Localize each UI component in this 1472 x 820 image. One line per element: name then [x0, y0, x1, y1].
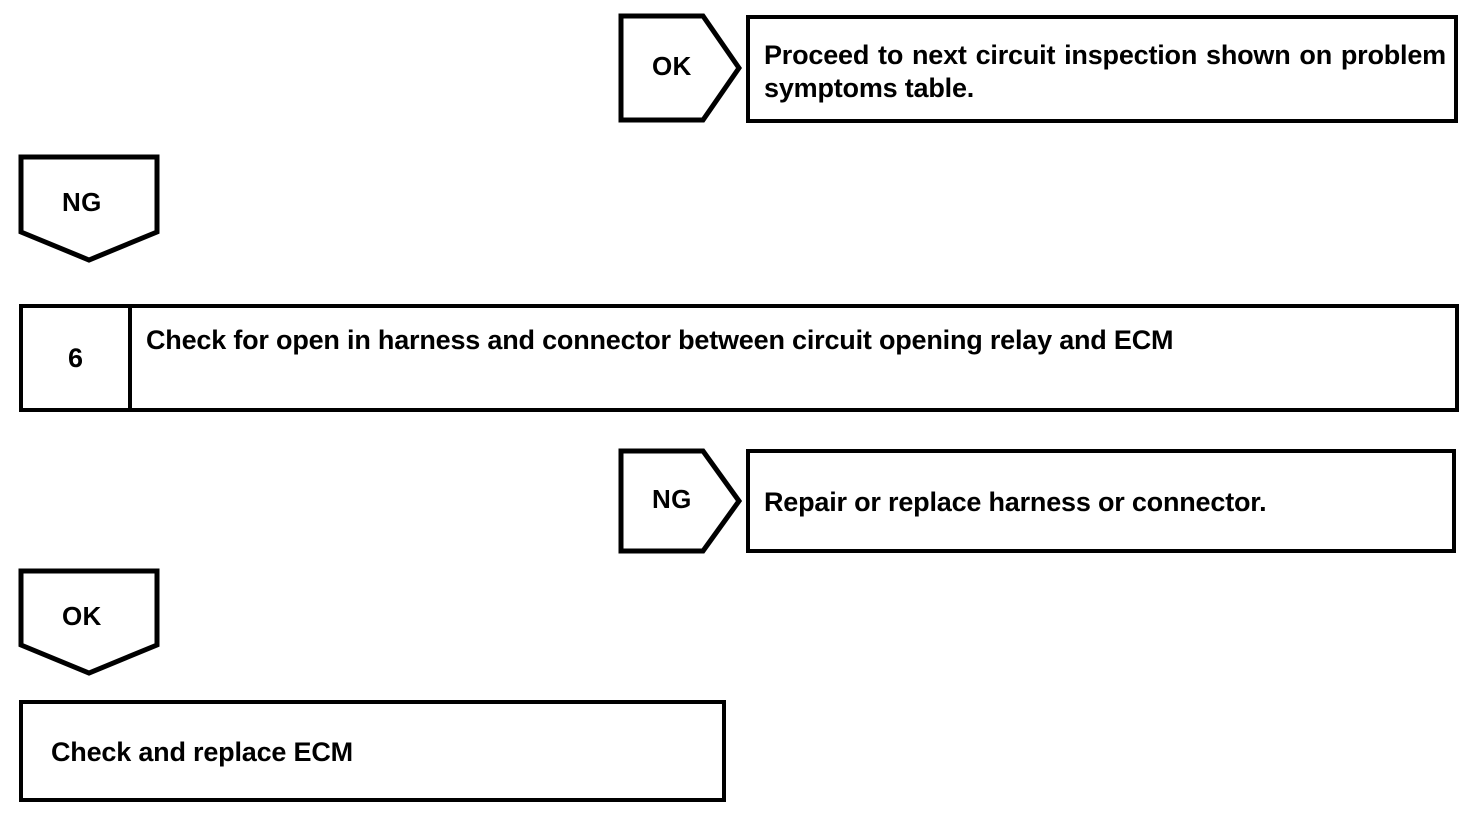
result-box-mid: Repair or replace harness or connector.: [746, 449, 1456, 553]
ng-pentagon-tag-top-label: NG: [62, 187, 102, 217]
step-box-6-text: Check for open in harness and connector …: [146, 325, 1174, 355]
ok-arrow-tag-top: OK: [618, 13, 742, 123]
ng-pentagon-tag-top: NG: [18, 154, 160, 264]
result-box-mid-text: Repair or replace harness or connector.: [764, 487, 1267, 517]
arrow-right-shape-icon: [618, 448, 742, 554]
step-box-6: 6 Check for open in harness and connecto…: [19, 304, 1459, 412]
arrow-right-shape-icon: [618, 13, 742, 123]
pentagon-down-shape-icon: [18, 154, 160, 263]
ng-arrow-tag-mid: NG: [618, 448, 742, 554]
ok-pentagon-tag-bottom-label: OK: [62, 601, 102, 631]
ok-arrow-tag-top-label: OK: [652, 51, 692, 81]
final-box: Check and replace ECM: [19, 700, 726, 802]
step-box-6-number: 6: [23, 308, 132, 408]
ng-arrow-tag-mid-label: NG: [652, 484, 692, 514]
ok-pentagon-tag-bottom: OK: [18, 568, 160, 676]
result-box-top-text: Proceed to next circuit inspection shown…: [764, 40, 1454, 103]
pentagon-down-shape-icon: [18, 568, 160, 676]
result-box-top: Proceed to next circuit inspection shown…: [746, 15, 1458, 123]
final-box-text: Check and replace ECM: [51, 737, 353, 767]
